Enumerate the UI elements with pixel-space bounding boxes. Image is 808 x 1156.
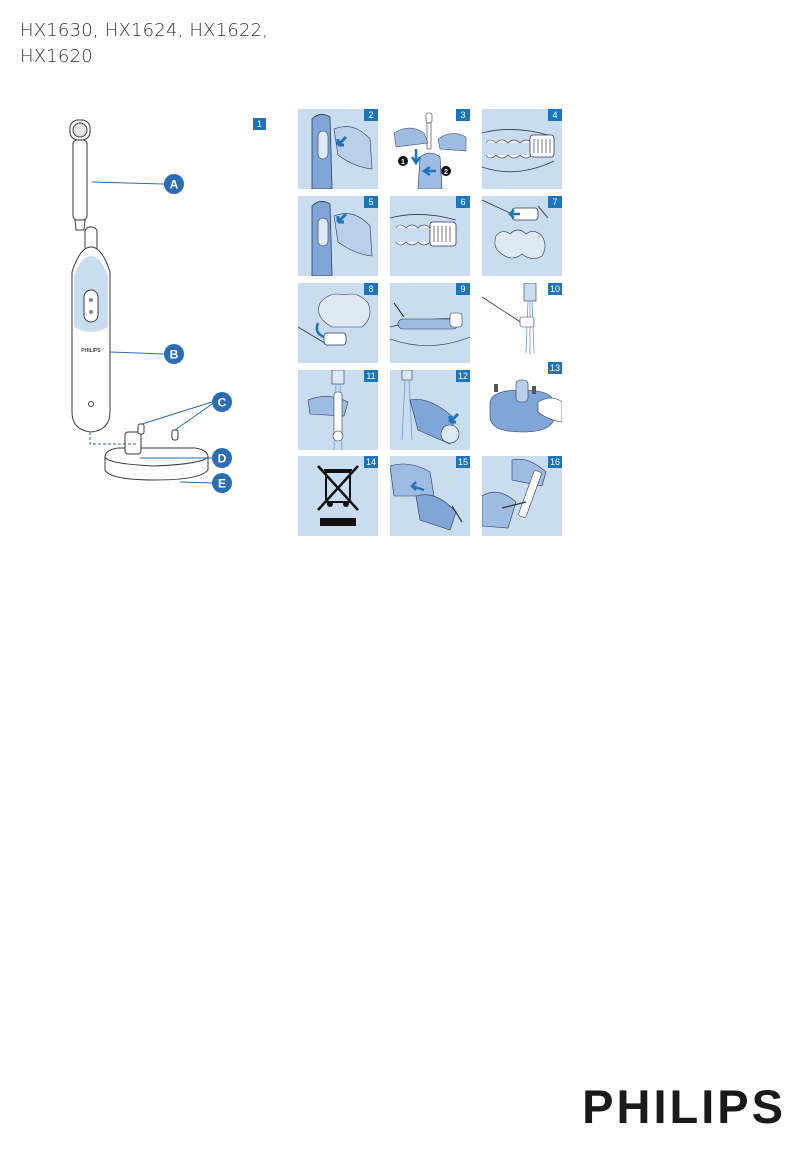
panel-4-number: 4 (548, 109, 562, 121)
panel-3: 1 2 3 (390, 109, 470, 189)
panel-14-number: 14 (364, 456, 378, 468)
panel-9-number: 9 (456, 283, 470, 295)
title-line-2: HX1620 (20, 46, 93, 67)
attach-brush-head-illustration: 1 2 (393, 112, 467, 189)
figure-1-number: 1 (253, 118, 266, 130)
panel-11: 11 (298, 370, 378, 450)
panel-5-number: 5 (364, 196, 378, 208)
callout-b-label: B (170, 348, 179, 362)
panel-13-number: 13 (548, 362, 562, 374)
brush-head-illustration (69, 119, 91, 231)
panel-2: 2 (298, 109, 378, 189)
panel-8-number: 8 (364, 283, 378, 295)
toothbrush-overview-illustration: PHILIPS A B C D E (69, 119, 232, 493)
brushing-angle-illustration (482, 199, 549, 259)
panel-16-number: 16 (548, 456, 562, 468)
handle-illustration (71, 226, 111, 433)
callout-d-label: D (218, 452, 227, 466)
panel-6: 6 (390, 196, 470, 276)
panel-10: 10 (482, 283, 562, 363)
title-line-1: HX1630, HX1624, HX1622, (20, 20, 269, 41)
teeth-brushing-illustration-2 (390, 214, 457, 247)
panel-4: 4 (482, 109, 562, 189)
teeth-brushing-illustration (482, 129, 555, 173)
battery-disassembly-illustration (482, 458, 547, 529)
panel-5: 5 (298, 196, 378, 276)
panel-8: 8 (298, 283, 378, 363)
weee-disposal-icon (317, 465, 359, 526)
handle-brand-text: PHILIPS (81, 348, 101, 354)
document-title: HX1630, HX1624, HX1622, HX1620 (20, 18, 268, 70)
handle-button-illustration (311, 114, 373, 189)
panel-9: 9 (390, 283, 470, 363)
rinse-handle-illustration (307, 370, 349, 450)
brush-indicator-illustration (390, 302, 470, 346)
panel-7-number: 7 (548, 196, 562, 208)
step-marker-2: 2 (444, 169, 448, 176)
rinse-body-illustration (401, 370, 460, 445)
callout-b: B (164, 344, 184, 364)
panel-14: 14 (298, 456, 378, 536)
callout-c: C (212, 392, 232, 412)
rinse-brush-head-illustration (482, 283, 537, 355)
callout-d: D (212, 448, 232, 468)
inner-teeth-brushing-illustration (298, 293, 371, 346)
philips-logo: PHILIPS (582, 1080, 786, 1133)
panel-6-number: 6 (456, 196, 470, 208)
callout-a-label: A (170, 178, 179, 192)
callout-e-label: E (218, 477, 226, 491)
step-marker-1: 1 (401, 159, 405, 166)
panel-2-number: 2 (364, 109, 378, 121)
handle-button-press-illustration (311, 201, 373, 276)
callout-c-label: C (218, 396, 227, 410)
panel-13: 13 (482, 362, 562, 442)
panel-3-number: 3 (456, 109, 470, 121)
panel-15-number: 15 (456, 456, 470, 468)
panel-16: 16 (482, 456, 562, 536)
callout-e: E (212, 473, 232, 493)
panel-15: 15 (390, 456, 470, 536)
callout-a: A (164, 174, 184, 194)
panel-12-number: 12 (456, 370, 470, 382)
panel-12: 12 (390, 370, 470, 450)
charger-illustration (104, 423, 209, 481)
panel-10-number: 10 (548, 283, 562, 295)
panel-7: 7 (482, 196, 562, 276)
panel-11-number: 11 (364, 370, 378, 382)
battery-removal-illustration (390, 463, 463, 531)
clean-charger-illustration (489, 379, 562, 433)
